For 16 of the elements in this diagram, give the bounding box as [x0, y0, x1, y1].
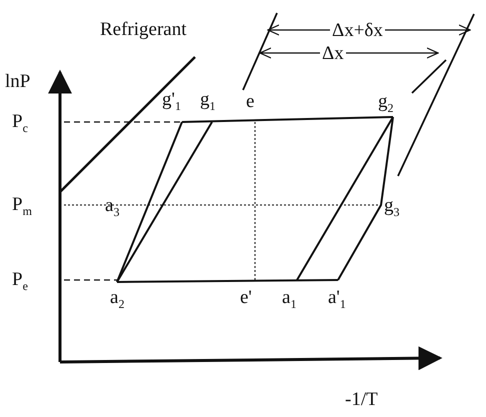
axis-label: -1/T	[345, 390, 378, 409]
point-label: g$_{2}$	[378, 92, 394, 114]
point-label: a$_{2}$	[110, 288, 124, 310]
pressure-label: P$_{e}$	[12, 270, 28, 292]
point-label: g'$_{1}$	[162, 90, 181, 112]
point-label: e'	[240, 288, 252, 307]
point-label: g$_{3}$	[384, 196, 400, 218]
point-label: e	[246, 92, 254, 111]
point-label: a'$_{1}$	[328, 288, 346, 310]
pressure-label: P$_{c}$	[12, 112, 28, 134]
curve-label: Refrigerant	[100, 20, 187, 39]
point-label: a$_{1}$	[282, 288, 296, 310]
point-label: a$_{3}$	[105, 196, 120, 218]
axis-label: lnP	[5, 72, 30, 91]
point-label: g$_{1}$	[200, 90, 216, 112]
pressure-label: P$_{m}$	[12, 195, 32, 217]
